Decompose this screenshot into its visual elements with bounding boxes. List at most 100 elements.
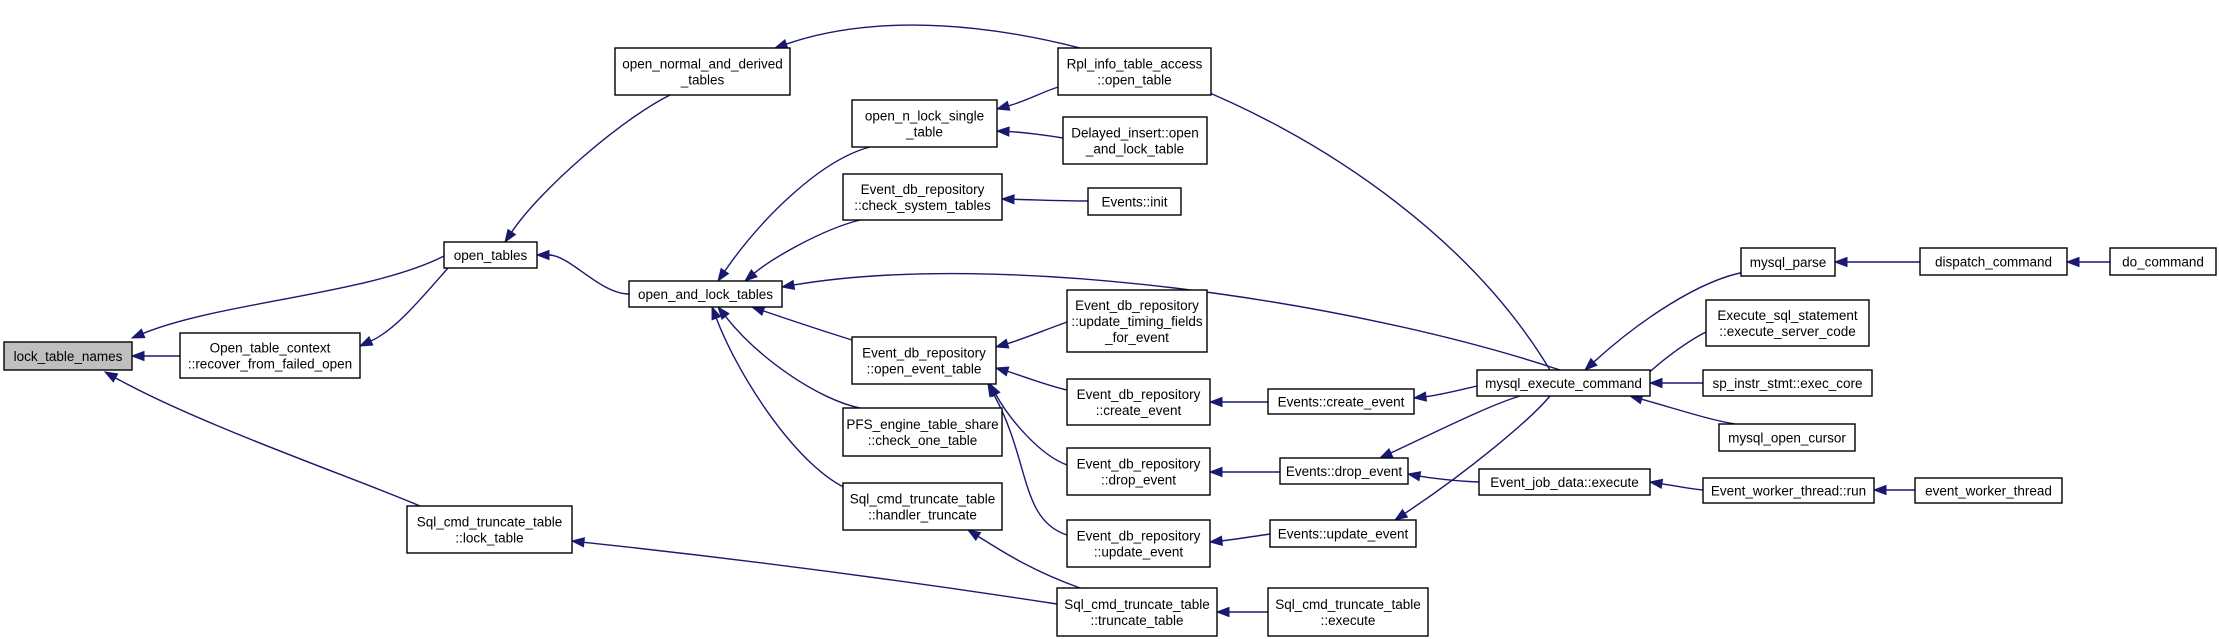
node-mysql-execute-command[interactable]: mysql_execute_command xyxy=(1476,369,1651,397)
node-label: ::create_event xyxy=(1096,403,1182,418)
arrowhead xyxy=(570,537,585,548)
node-do-command[interactable]: do_command xyxy=(2109,247,2217,276)
arrowhead xyxy=(1412,391,1428,402)
node-label: dispatch_command xyxy=(1935,255,2052,270)
node-rpl-info-table-access-open-table[interactable]: Rpl_info_table_access::open_table xyxy=(1057,47,1212,96)
edge-line xyxy=(1641,398,1736,425)
node-label: Sql_cmd_truncate_table xyxy=(1064,597,1210,612)
edge-line xyxy=(1013,198,1089,202)
edge-n31-to-n29 xyxy=(1872,484,1915,496)
node-label: Event_db_repository xyxy=(1077,387,1201,402)
node-open-normal-and-derived-tables[interactable]: open_normal_and_derived_tables xyxy=(614,47,791,96)
node-box xyxy=(614,47,791,96)
node-event-job-data-execute[interactable]: Event_job_data::execute xyxy=(1478,468,1651,496)
node-label: Execute_sql_statement xyxy=(1717,308,1858,323)
edge-n23-to-n19 xyxy=(1215,606,1268,618)
node-box xyxy=(1267,587,1429,637)
node-event-db-repository-update-timing-fields-for-event[interactable]: Event_db_repository::update_timing_field… xyxy=(1066,289,1208,353)
node-execute-sql-statement-execute-server-code[interactable]: Execute_sql_statement::execute_server_co… xyxy=(1705,299,1870,347)
edge-line xyxy=(548,254,630,295)
arrowhead xyxy=(995,126,1010,137)
node-label: mysql_open_cursor xyxy=(1728,431,1846,446)
node-open-tables[interactable]: open_tables xyxy=(443,241,538,269)
edge-line xyxy=(1007,370,1068,391)
node-label: open_tables xyxy=(454,248,528,263)
node-lock-table-names[interactable]: lock_table_names xyxy=(3,341,133,371)
node-label: Events::init xyxy=(1101,195,1167,210)
node-box xyxy=(1914,477,2063,504)
edge-n13-to-n7 xyxy=(995,126,1064,139)
arrowhead xyxy=(130,350,145,362)
node-mysql-open-cursor[interactable]: mysql_open_cursor xyxy=(1718,423,1856,452)
node-sql-cmd-truncate-table-execute[interactable]: Sql_cmd_truncate_table::execute xyxy=(1267,587,1429,637)
arrowhead xyxy=(1378,447,1394,459)
node-pfs-engine-table-share-check-one-table[interactable]: PFS_engine_table_share::check_one_table xyxy=(842,407,1003,457)
arrowhead xyxy=(535,249,550,261)
node-box xyxy=(628,280,783,308)
edge-line xyxy=(1007,321,1068,345)
edge-line xyxy=(1404,395,1551,514)
node-dispatch-command[interactable]: dispatch_command xyxy=(1919,247,2068,276)
node-box xyxy=(1066,289,1208,353)
node-event-db-repository-update-event[interactable]: Event_db_repository::update_event xyxy=(1066,519,1211,568)
node-delayed-insert-open-and-lock-table[interactable]: Delayed_insert::open_and_lock_table xyxy=(1062,116,1208,165)
node-event-db-repository-check-system-tables[interactable]: Event_db_repository::check_system_tables xyxy=(842,173,1003,221)
edge-line xyxy=(995,394,1068,466)
arrowhead xyxy=(994,366,1010,377)
node-event-db-repository-create-event[interactable]: Event_db_repository::create_event xyxy=(1066,378,1211,426)
edge-line xyxy=(1419,475,1480,483)
edge-line xyxy=(1390,395,1521,454)
node-open-and-lock-tables[interactable]: open_and_lock_tables xyxy=(628,280,783,308)
edge-n27-to-n6 xyxy=(1648,377,1703,389)
node-event-worker-thread[interactable]: event_worker_thread xyxy=(1914,477,2063,504)
node-label: ::handler_truncate xyxy=(868,508,977,523)
node-open-table-context-recover-from-failed-open[interactable]: Open_table_context::recover_from_failed_… xyxy=(179,332,361,379)
edge-n14-to-n8 xyxy=(1000,194,1089,205)
edge-n6-to-n22 xyxy=(1393,395,1551,521)
node-events-init[interactable]: Events::init xyxy=(1087,187,1182,216)
node-label: Sql_cmd_truncate_table xyxy=(850,492,996,507)
edge-n3-to-n0 xyxy=(103,371,421,507)
edge-line xyxy=(793,272,1561,371)
edge-n28-to-n6 xyxy=(1628,394,1736,425)
node-mysql-parse[interactable]: mysql_parse xyxy=(1740,247,1836,277)
arrowhead xyxy=(1208,535,1223,546)
edge-n21-to-n17 xyxy=(1208,466,1280,478)
node-label: open_and_lock_tables xyxy=(638,287,773,302)
arrowhead xyxy=(358,336,374,347)
node-label: Events::drop_event xyxy=(1286,464,1403,479)
arrowhead xyxy=(717,267,730,283)
arrowhead xyxy=(994,338,1010,349)
node-open-n-lock-single-table[interactable]: open_n_lock_single_table xyxy=(851,99,998,148)
node-label: ::update_timing_fields xyxy=(1071,314,1203,329)
arrowhead xyxy=(1000,194,1015,205)
node-sql-cmd-truncate-table-handler-truncate[interactable]: Sql_cmd_truncate_table::handler_truncate xyxy=(842,482,1003,531)
node-label: event_worker_thread xyxy=(1925,484,2052,499)
node-label: Event_job_data::execute xyxy=(1490,475,1639,490)
arrowhead xyxy=(1208,466,1223,478)
node-label: ::execute_server_code xyxy=(1719,324,1856,339)
node-events-update-event[interactable]: Events::update_event xyxy=(1269,519,1417,548)
node-sp-instr-stmt-exec-core[interactable]: sp_instr_stmt::exec_core xyxy=(1702,369,1873,397)
arrowhead xyxy=(504,228,517,244)
node-box xyxy=(1919,247,2068,276)
node-event-db-repository-drop-event[interactable]: Event_db_repository::drop_event xyxy=(1066,447,1211,496)
node-events-create-event[interactable]: Events::create_event xyxy=(1267,388,1415,415)
edge-n19-to-n3 xyxy=(570,537,1058,605)
node-label: Event_worker_thread::run xyxy=(1711,484,1866,499)
node-box xyxy=(1478,468,1651,496)
edge-line xyxy=(977,535,1081,589)
arrowhead xyxy=(1215,606,1230,618)
node-label: ::lock_table xyxy=(455,531,523,546)
node-events-drop-event[interactable]: Events::drop_event xyxy=(1279,457,1409,485)
node-box xyxy=(851,336,997,385)
node-box xyxy=(851,99,998,148)
node-sql-cmd-truncate-table-truncate-table[interactable]: Sql_cmd_truncate_table::truncate_table xyxy=(1056,587,1218,637)
node-event-worker-thread-run[interactable]: Event_worker_thread::run xyxy=(1702,477,1875,504)
arrowhead xyxy=(103,371,119,383)
node-event-db-repository-open-event-table[interactable]: Event_db_repository::open_event_table xyxy=(851,336,997,385)
node-sql-cmd-truncate-table-lock-table[interactable]: Sql_cmd_truncate_table::lock_table xyxy=(406,505,573,554)
edge-n2-to-n0 xyxy=(130,350,180,362)
arrowhead xyxy=(1583,357,1598,371)
